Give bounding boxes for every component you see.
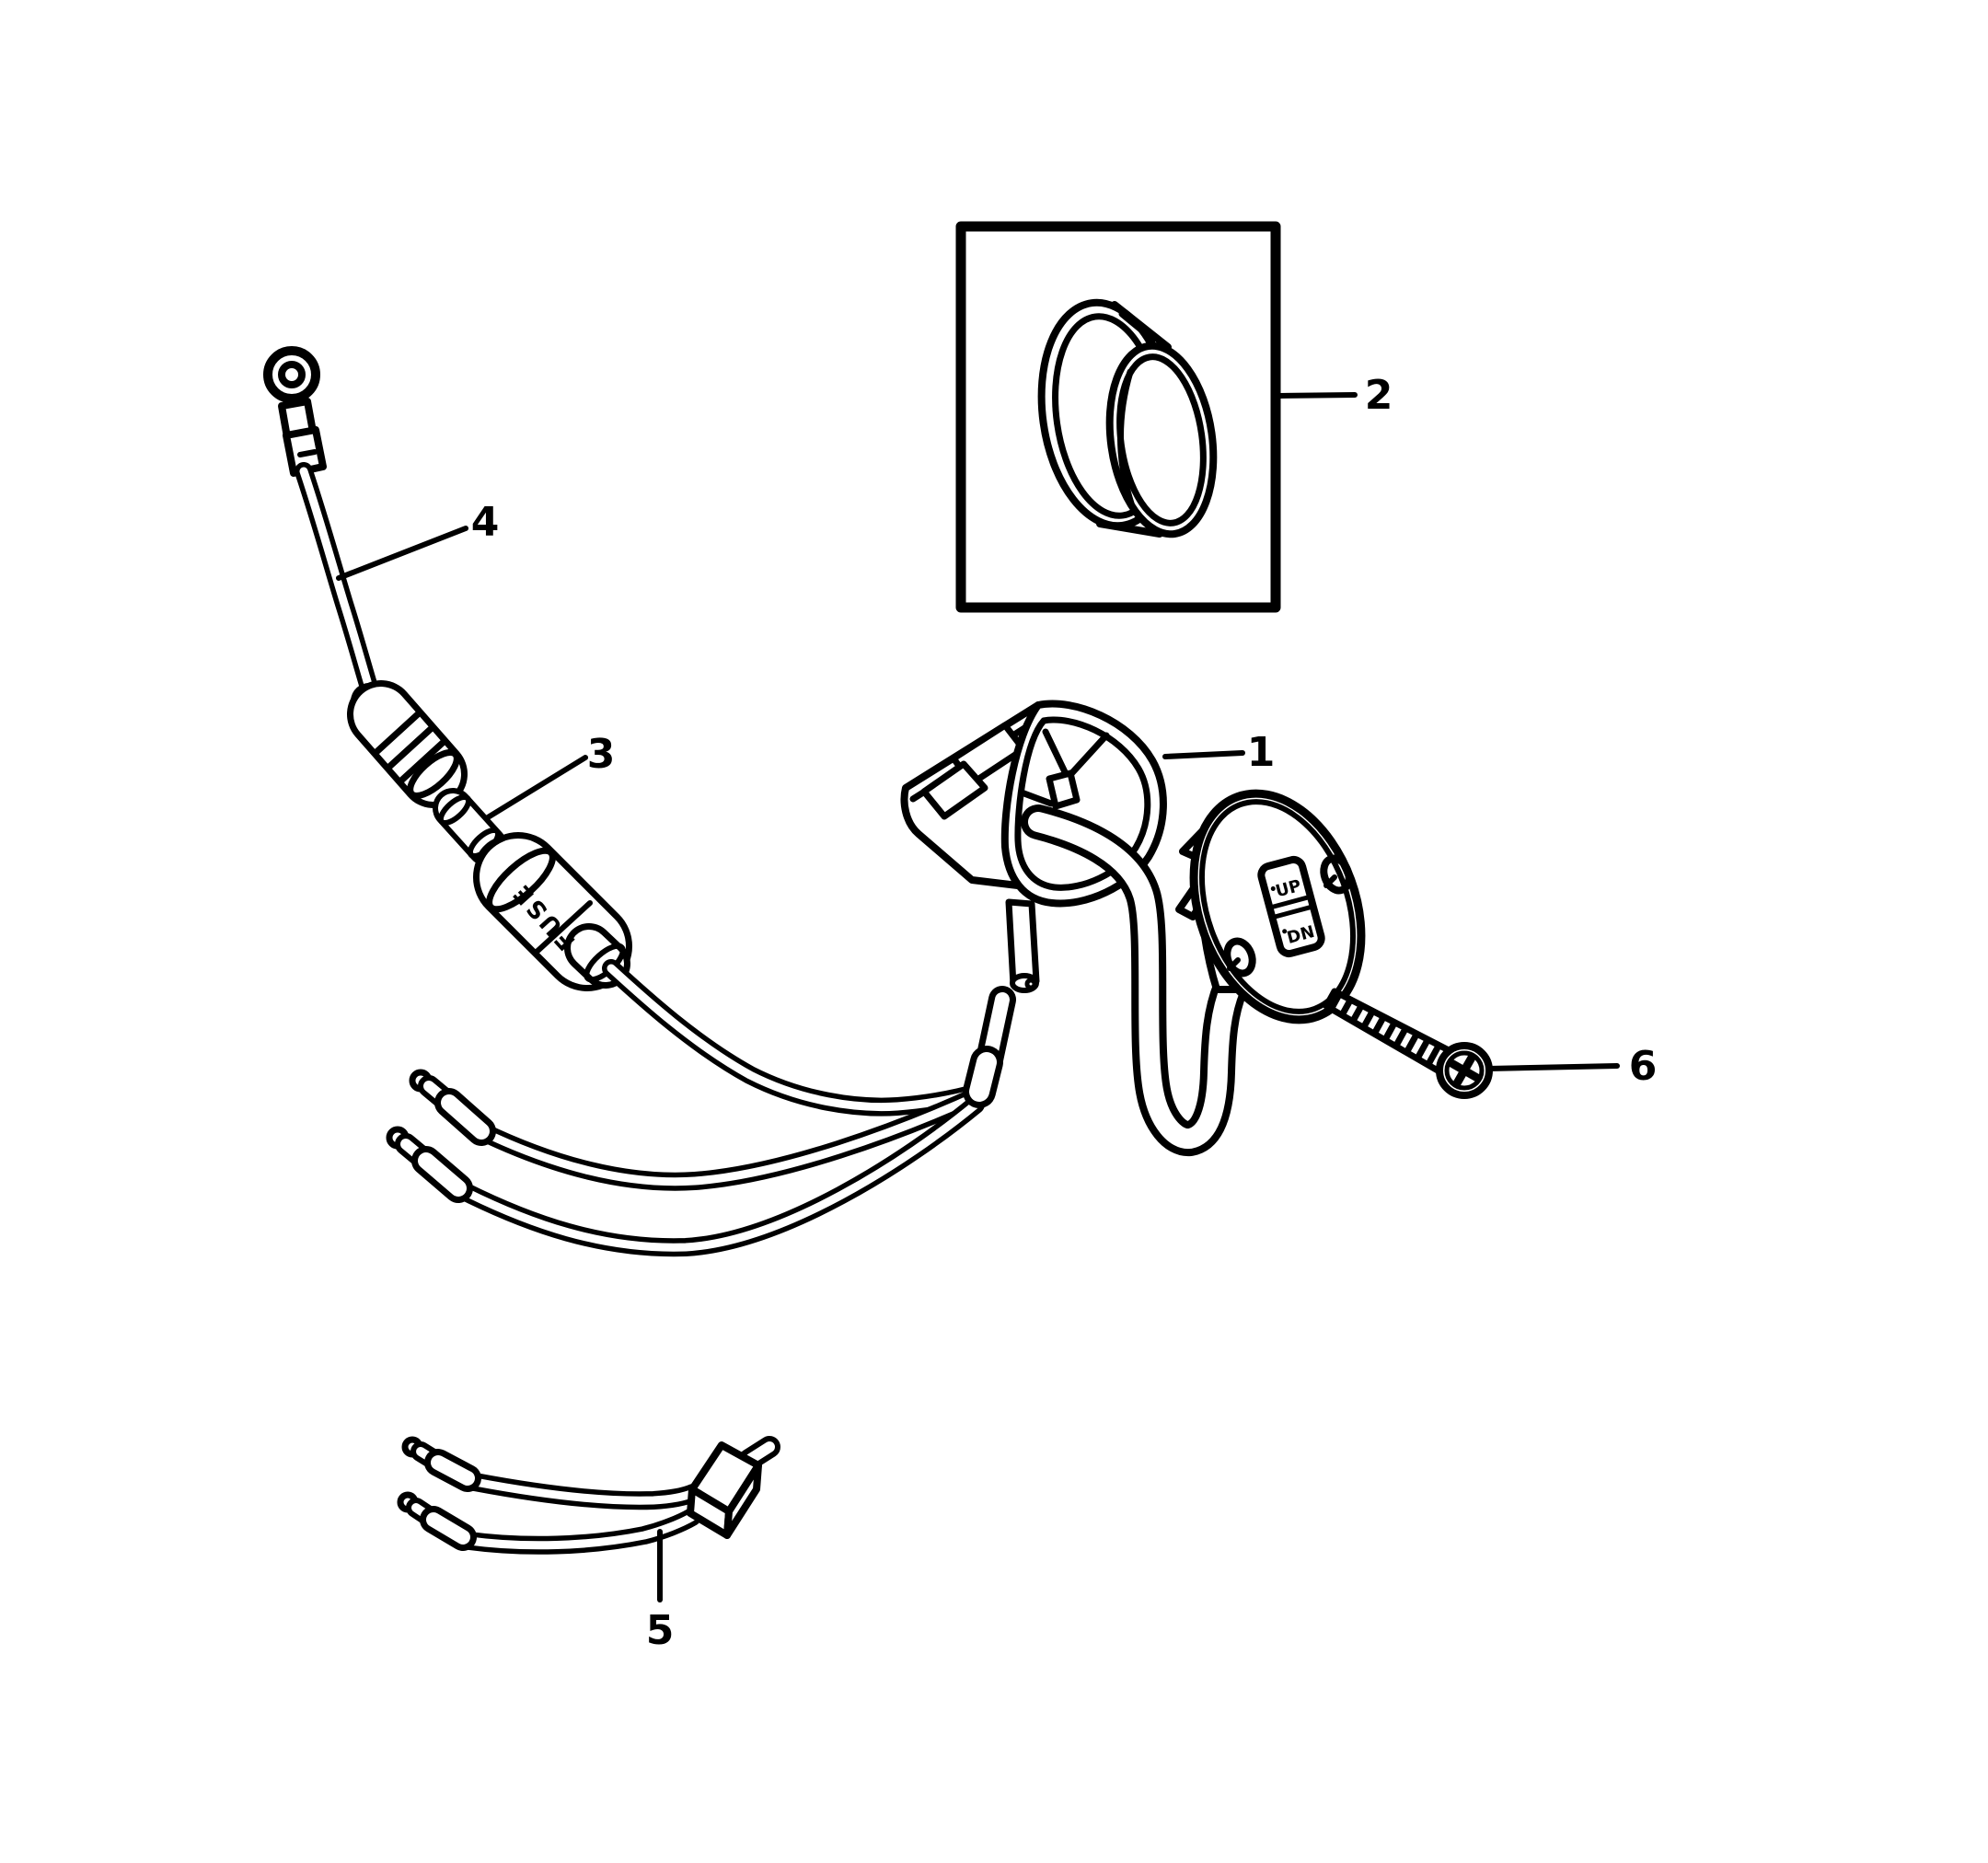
jumper-bullet-1 — [401, 1436, 481, 1492]
switch-screw-hole-2 — [1223, 937, 1256, 978]
switch-cable — [1021, 804, 1248, 1156]
leader-line-3 — [485, 755, 588, 820]
fuse-holder-body: FUSE — [473, 832, 632, 991]
trim-switch: UP DN — [1175, 789, 1366, 1024]
jumper-connector-block — [687, 1436, 780, 1539]
callout-2: 2 — [1365, 372, 1393, 419]
leader-line-4 — [336, 526, 468, 581]
part-5-jumper-harness — [397, 1436, 780, 1555]
bullet-connector-1 — [409, 1069, 496, 1146]
cable-junction-sheath — [963, 986, 1016, 1108]
callouts: 1 2 3 4 5 6 — [336, 372, 1658, 1654]
fuse-lead-wire — [602, 959, 990, 1117]
part-2-inset-box — [955, 221, 1281, 613]
leader-line-2 — [1277, 392, 1358, 399]
rocker-button: UP DN — [1257, 855, 1325, 958]
part-6-screw — [1323, 988, 1493, 1099]
callout-6: 6 — [1629, 1043, 1658, 1090]
cable-grommet — [1046, 770, 1081, 810]
collar-ring — [1037, 298, 1218, 538]
bullet-connector-2 — [386, 1126, 473, 1203]
strain-relief-column — [1005, 898, 1040, 993]
leader-line-6 — [1485, 1063, 1620, 1071]
ring-terminal — [263, 346, 320, 403]
leader-line-1 — [1162, 750, 1245, 759]
harness-wires — [386, 959, 1016, 1257]
switch-screw-hole-1 — [1320, 854, 1353, 895]
part-4-ring-terminal-lead: FUSE — [263, 346, 632, 991]
housing-slot-2 — [920, 760, 988, 820]
callout-5: 5 — [646, 1607, 675, 1654]
fuse-holder-cap — [347, 680, 468, 808]
jumper-bullet-2 — [397, 1491, 477, 1551]
callout-1: 1 — [1247, 729, 1276, 776]
callout-3: 3 — [587, 731, 616, 778]
callout-4: 4 — [471, 499, 500, 546]
